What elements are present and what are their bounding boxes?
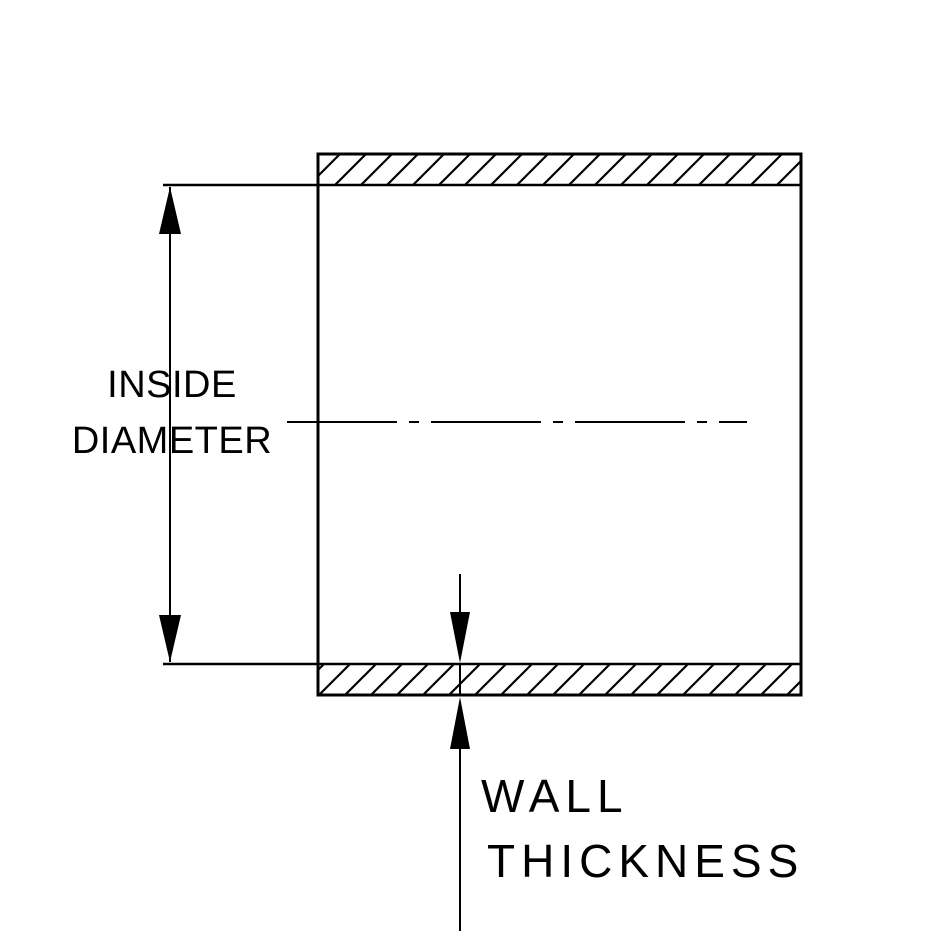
bottom-wall-hatch: [318, 664, 801, 695]
tube-outline: [316, 152, 803, 697]
inside-diameter-label-line1: INSIDE: [107, 364, 237, 406]
wall-arrow-up-icon: [450, 697, 470, 749]
inside-diameter-label-line2: DIAMETER: [72, 420, 272, 462]
top-wall-hatch: [318, 154, 801, 185]
wall-arrow-down-icon: [450, 612, 470, 663]
wall-thickness-label-line2: THICKNESS: [487, 835, 804, 887]
wall-thickness-label-line1: WALL: [481, 770, 629, 822]
arrow-down-icon: [159, 615, 181, 662]
arrow-up-icon: [159, 187, 181, 234]
